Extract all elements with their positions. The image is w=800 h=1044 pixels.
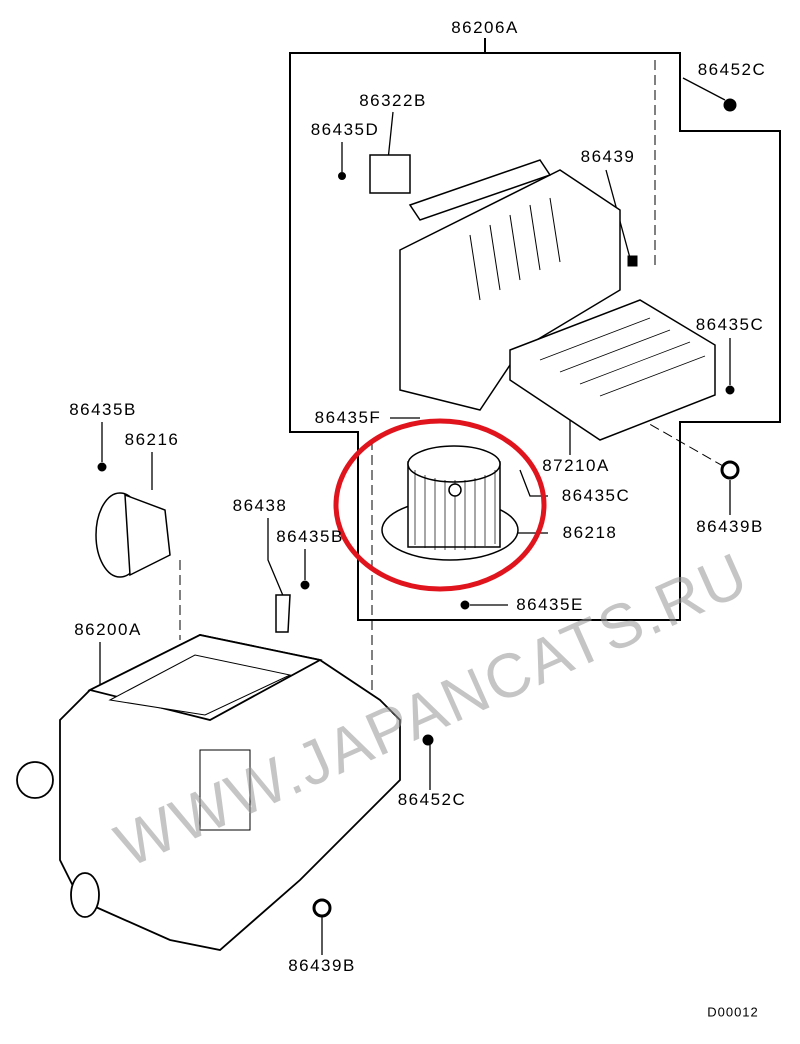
screw-icon (460, 600, 470, 610)
nut-icon (720, 460, 740, 480)
screw-icon (422, 734, 434, 746)
assembly-frame (289, 52, 781, 621)
nut-icon (312, 898, 332, 918)
clip-icon (627, 255, 638, 267)
part-label: 86435F (314, 408, 382, 427)
part-label: 86200A (74, 620, 142, 639)
screw-icon (725, 385, 735, 395)
part-label: 86206A (451, 18, 519, 37)
actuator-part (369, 154, 411, 194)
part-label: 86452C (697, 60, 767, 79)
part-label: 86452C (397, 790, 467, 809)
part-label: 86435E (516, 595, 584, 614)
part-label: 86216 (124, 430, 180, 449)
part-label: 86439B (288, 956, 356, 975)
screw-icon (338, 172, 346, 180)
air-filter (509, 299, 716, 441)
bracket-part (275, 594, 291, 633)
blower-case (399, 159, 621, 411)
heater-unit-part (16, 634, 401, 951)
part-label: 86435D (310, 120, 380, 139)
part-label: 86435C (561, 486, 631, 505)
part-label: 86322B (359, 91, 427, 110)
diagram-code: D00012 (707, 1004, 759, 1020)
part-label: 86435C (695, 315, 765, 334)
fasteners (97, 98, 740, 918)
part-label: 86438 (232, 496, 288, 515)
highlight-circle (333, 418, 547, 592)
part-label: 86435B (69, 400, 137, 419)
part-label: 86439 (580, 147, 636, 166)
screw-icon (97, 462, 107, 472)
blower-motor-part (381, 445, 519, 561)
part-label: 86218 (562, 523, 618, 542)
screw-icon (300, 580, 310, 590)
part-label: 86439B (696, 517, 764, 536)
screw-icon (723, 98, 737, 112)
resistor-part (95, 492, 171, 578)
part-label: 86435B (276, 527, 344, 546)
part-label: 87210A (542, 456, 610, 475)
